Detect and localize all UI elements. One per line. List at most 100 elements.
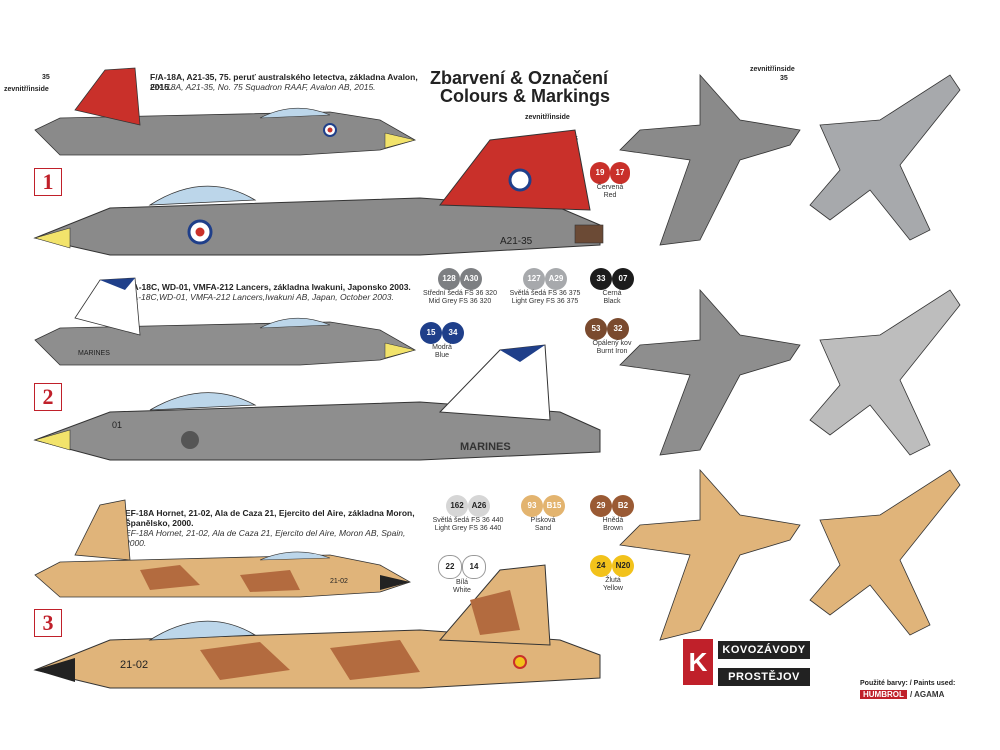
paint-code-a: 29	[590, 495, 612, 517]
paint-name-cz: Opálený kov	[592, 340, 632, 347]
paint-name-en: Mid Grey FS 36 320	[428, 298, 492, 305]
paint-code-b: 17	[610, 162, 630, 184]
paint-burnt-iron: 53 32 Opálený kov Burnt Iron	[585, 318, 639, 356]
agama-logo: / AGAMA	[910, 690, 945, 699]
scheme-2-side-large: 01 MARINES	[33, 344, 601, 461]
paint-name-cz: Střední šedá FS 36 320	[423, 290, 497, 297]
paint-name-cz: Světlá šedá FS 36 375	[509, 290, 581, 297]
paint-name-cz: Písková	[530, 517, 556, 524]
paint-code-b: 32	[607, 318, 629, 340]
scheme-2-number: 2	[34, 383, 62, 411]
scheme-1-side-large: A21-35	[33, 129, 604, 256]
logo-line-1: KOVOZÁVODY	[718, 641, 810, 659]
paint-code-b: 34	[442, 322, 464, 344]
inside-callout-2: zevnitř/inside	[525, 114, 570, 121]
paint-code-a: 127	[523, 268, 545, 290]
scheme-2-marines-small: MARINES	[78, 350, 110, 357]
paint-name-en: Light Grey FS 36 440	[434, 525, 502, 532]
paint-name-en: Burnt Iron	[596, 348, 628, 355]
inside-callout-3: zevnitř/inside	[750, 66, 795, 73]
paint-name-en: Red	[603, 192, 617, 199]
paint-name-en: Black	[603, 298, 621, 305]
paint-name-en: Sand	[534, 525, 552, 532]
paint-code-a: 19	[590, 162, 610, 184]
paint-chip-group: 127 A29	[505, 268, 585, 290]
scheme-3-number: 3	[34, 609, 62, 637]
paint-code-a: 24	[590, 555, 612, 577]
paint-light-grey: 127 A29 Světlá šedá FS 36 375 Light Grey…	[505, 268, 585, 306]
paint-sand: 93 B15 Písková Sand	[518, 495, 568, 533]
paints-used-label: Použité barvy: / Paints used:	[860, 680, 956, 687]
logo-line-2: PROSTĚJOV	[718, 668, 810, 686]
scheme-1-side-small	[34, 67, 417, 156]
page-title-cz: Zbarvení & Označení	[430, 68, 609, 88]
paint-name-cz: Černá	[602, 290, 622, 297]
paint-chip-group: 53 32	[585, 318, 639, 340]
paint-mid-grey: 128 A30 Střední šedá FS 36 320 Mid Grey …	[420, 268, 500, 306]
paint-code-b: 07	[612, 268, 634, 290]
scheme-1-serial: A21-35	[500, 236, 533, 247]
scheme-2-side-small: MARINES	[34, 277, 417, 366]
callout-35-3: 35	[780, 75, 788, 82]
paint-name-en: White	[453, 587, 471, 594]
paint-chip-group: 128 A30	[420, 268, 500, 290]
paint-chip-group: 19 17	[590, 162, 630, 184]
paint-code-b: 14	[462, 555, 486, 579]
paint-chip-group: 33 07	[590, 268, 634, 290]
scheme-3-serial-small: 21-02	[330, 578, 348, 585]
paint-light-grey-36440: 162 A26 Světlá šedá FS 36 440 Light Grey…	[428, 495, 508, 533]
scheme-3-caption-en: EF-18A Hornet, 21-02, Ala de Caza 21, Ej…	[125, 528, 406, 548]
paint-name-cz: Hnědá	[602, 517, 624, 524]
paint-name-en: Yellow	[603, 585, 623, 592]
paint-chip-group: 24 N20	[590, 555, 636, 577]
paint-code-b: A29	[545, 268, 567, 290]
paint-code-b: A30	[460, 268, 482, 290]
paint-code-a: 15	[420, 322, 442, 344]
scheme-1-caption-cz: F/A-18A, A21-35, 75. peruť australského …	[150, 72, 418, 92]
paint-code-a: 162	[446, 495, 468, 517]
scheme-3-side-small: 21-02	[34, 499, 411, 598]
paint-code-a: 93	[521, 495, 543, 517]
paint-name-cz: Světlá šedá FS 36 440	[432, 517, 504, 524]
paint-name-cz: Bílá	[455, 579, 469, 586]
paint-code-b: B15	[543, 495, 565, 517]
paint-code-a: 128	[438, 268, 460, 290]
paint-name-cz: Červená	[596, 184, 624, 191]
paint-blue: 15 34 Modrá Blue	[420, 322, 464, 360]
scheme-2-marines-large: MARINES	[460, 441, 511, 453]
paint-code-b: A26	[468, 495, 490, 517]
scheme-1-number: 1	[34, 168, 62, 196]
scheme-2-caption-cz: F/A-18C, WD-01, VMFA-212 Lancers, základ…	[125, 282, 411, 292]
scheme-1-caption-en: F/A-18A, A21-35, No. 75 Squadron RAAF, A…	[150, 82, 376, 92]
paint-red: 19 17 Červená Red	[590, 162, 630, 200]
paint-chip-group: 15 34	[420, 322, 464, 344]
paint-name-cz: Modrá	[432, 344, 452, 351]
paint-chip-group: 29 B2	[590, 495, 636, 517]
paint-chip-group: 93 B15	[518, 495, 568, 517]
page-title-en: Colours & Markings	[440, 86, 611, 106]
paint-code-b: N20	[612, 555, 634, 577]
paint-name-en: Blue	[434, 352, 449, 359]
inside-callout-1: zevnitř/inside	[4, 86, 49, 93]
paint-code-b: B2	[612, 495, 634, 517]
scheme-3-side-large: 21-02	[33, 564, 601, 689]
top-views	[619, 73, 961, 641]
paint-code-a: 33	[590, 268, 612, 290]
paint-name-cz: Žlutá	[605, 577, 621, 584]
callout-35-1: 35	[42, 74, 50, 81]
scheme-3-caption-cz: EF-18A Hornet, 21-02, Ala de Caza 21, Ej…	[125, 508, 415, 528]
scheme-2-modex: 01	[112, 420, 122, 430]
paint-name-en: Light Grey FS 36 375	[511, 298, 579, 305]
paint-chip-group: 22 14	[437, 555, 487, 579]
paint-brown: 29 B2 Hnědá Brown	[590, 495, 636, 533]
paint-chip-group: 162 A26	[428, 495, 508, 517]
paint-black: 33 07 Černá Black	[590, 268, 634, 306]
paint-name-en: Brown	[603, 525, 623, 532]
humbrol-logo: HUMBROL	[860, 690, 907, 699]
paint-white: 22 14 Bílá White	[437, 555, 487, 595]
paint-code-a: 22	[438, 555, 462, 579]
paint-code-a: 53	[585, 318, 607, 340]
scheme-3-serial-large: 21-02	[120, 659, 148, 671]
scheme-2-caption-en: F/A-18C,WD-01, VMFA-212 Lancers,Iwakuni …	[125, 292, 394, 302]
